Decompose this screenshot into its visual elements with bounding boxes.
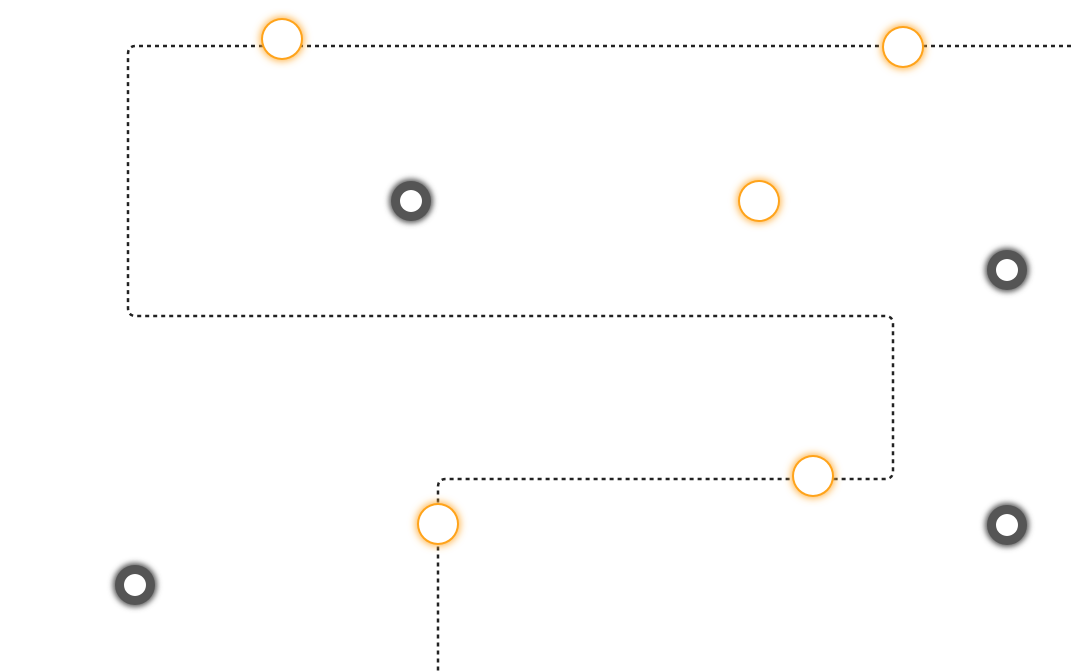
active-node [260, 17, 304, 61]
active-node [791, 454, 835, 498]
inactive-node [985, 503, 1029, 547]
active-node [737, 179, 781, 223]
node-center [400, 190, 422, 212]
inactive-node [985, 248, 1029, 292]
node-center [884, 28, 922, 66]
dotted-route-line [126, 44, 1071, 672]
node-center [740, 182, 778, 220]
active-node [416, 502, 460, 546]
node-center [124, 574, 146, 596]
node-center [996, 259, 1018, 281]
inactive-node [113, 563, 157, 607]
active-node [881, 25, 925, 69]
node-center [419, 505, 457, 543]
inactive-node [389, 179, 433, 223]
node-center [263, 20, 301, 58]
node-center [794, 457, 832, 495]
node-center [996, 514, 1018, 536]
